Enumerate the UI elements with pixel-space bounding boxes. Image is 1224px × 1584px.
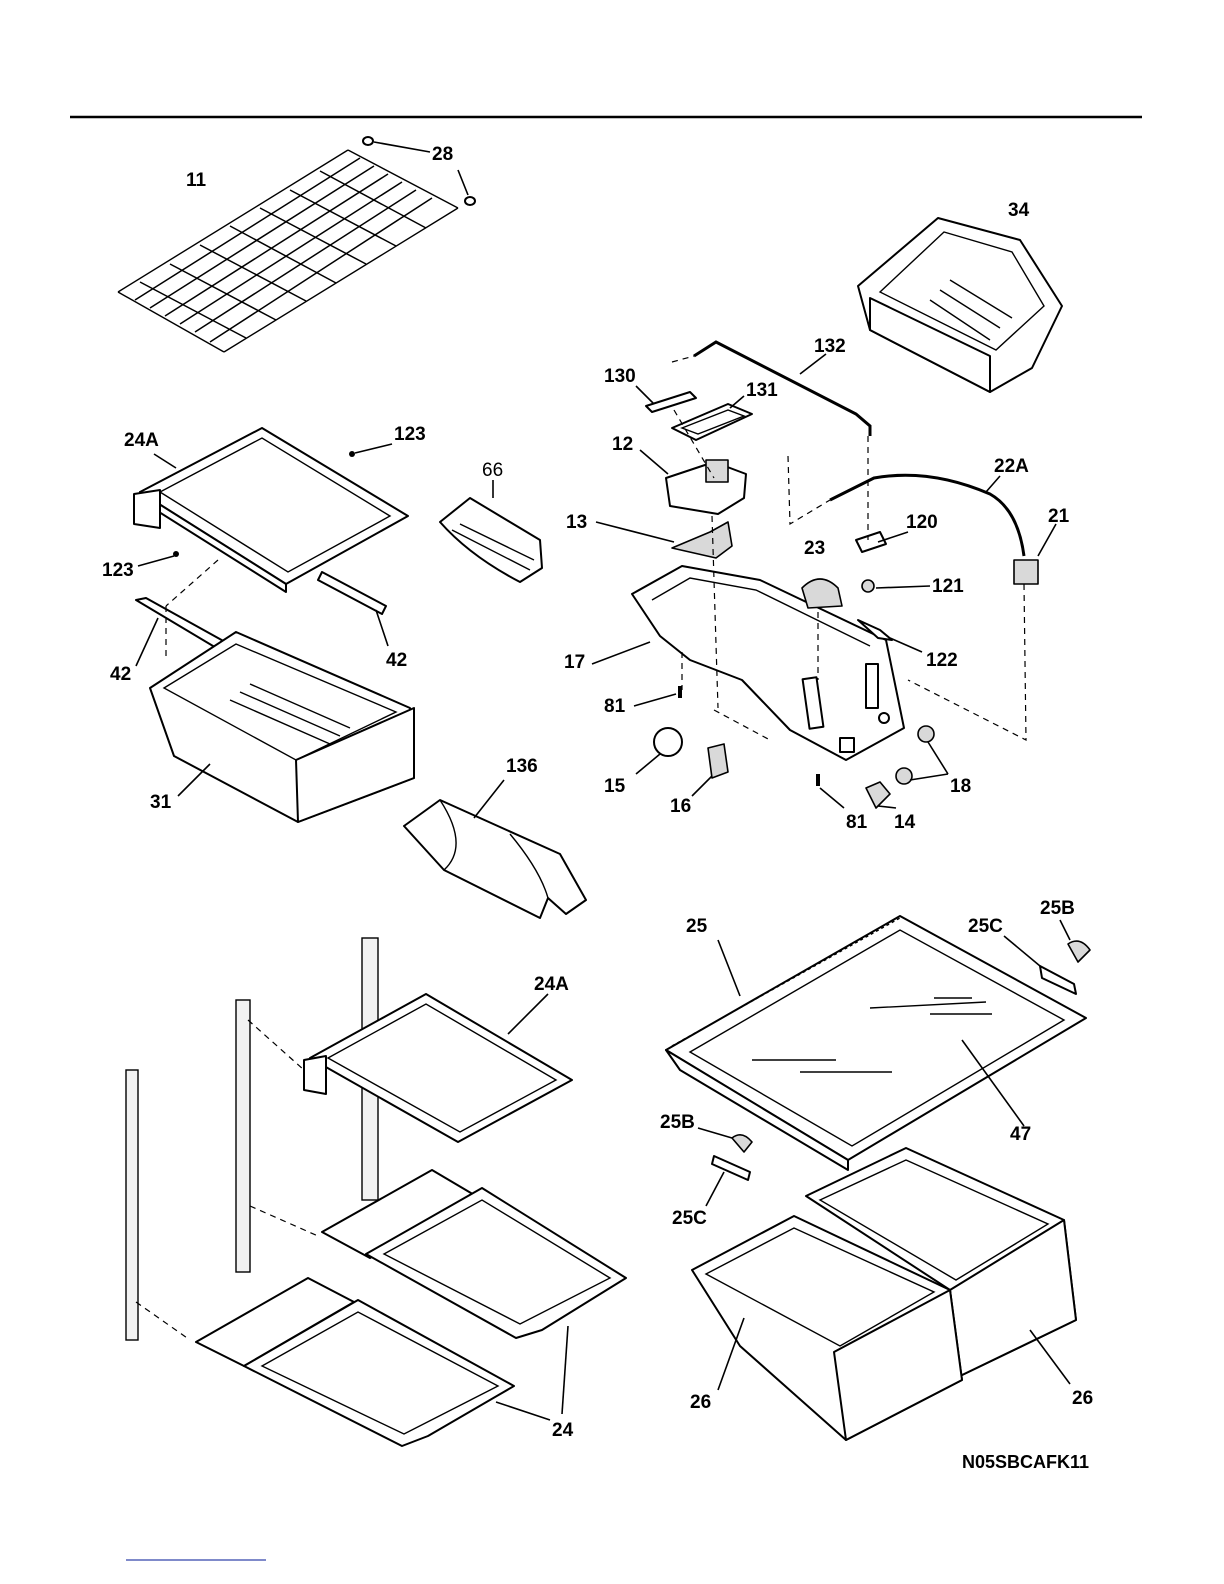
callout-122: 122	[926, 650, 958, 671]
callout-66: 66	[482, 460, 503, 481]
callout-120: 120	[906, 512, 938, 533]
bushing-121	[862, 580, 874, 592]
light-bulb-15	[654, 728, 682, 756]
callout-25B-top: 25B	[1040, 898, 1075, 919]
callout-123-left: 123	[102, 560, 134, 581]
callout-28: 28	[432, 144, 453, 165]
control-23	[802, 579, 842, 608]
bin-34	[858, 218, 1062, 392]
callout-136: 136	[506, 756, 538, 777]
callout-21: 21	[1048, 506, 1070, 527]
cover-66	[440, 498, 542, 582]
callout-25: 25	[686, 916, 708, 937]
callout-13: 13	[566, 512, 587, 533]
end-cap-28b	[465, 197, 475, 205]
callout-42-left: 42	[110, 664, 131, 685]
bracket-25C-bottom	[712, 1156, 750, 1180]
callout-22A: 22A	[994, 456, 1029, 477]
callout-15: 15	[604, 776, 626, 797]
lens-13	[672, 522, 732, 558]
rails	[126, 938, 378, 1340]
callout-26-right: 26	[1072, 1388, 1093, 1409]
bracket-130	[646, 392, 696, 412]
callout-47: 47	[1010, 1124, 1031, 1145]
callout-25B-bottom: 25B	[660, 1112, 695, 1133]
callout-34: 34	[1008, 200, 1030, 221]
light-shield-12	[666, 460, 746, 514]
callout-131: 131	[746, 380, 778, 401]
callout-123-top: 123	[394, 424, 426, 445]
switch-14	[866, 782, 890, 808]
glass-shelf-24A-top	[134, 428, 408, 614]
bracket-120	[856, 532, 886, 552]
frame-131	[672, 404, 752, 440]
glass-shelf-24A-mid	[304, 994, 572, 1142]
cover-136	[404, 800, 586, 918]
callout-42-right: 42	[386, 650, 407, 671]
callout-24A-top: 24A	[124, 430, 159, 451]
callout-17: 17	[564, 652, 585, 673]
callout-26-left: 26	[690, 1392, 711, 1413]
callout-132: 132	[814, 336, 846, 357]
knob-18b	[896, 768, 912, 784]
callout-121: 121	[932, 576, 964, 597]
callout-12: 12	[612, 434, 633, 455]
clip-25B-bottom	[732, 1135, 752, 1152]
callout-24A-mid: 24A	[534, 974, 569, 995]
end-cap-28a	[363, 137, 373, 145]
callout-81-top: 81	[604, 696, 626, 717]
callout-16: 16	[670, 796, 691, 817]
thermostat-21	[1014, 560, 1038, 584]
callout-24: 24	[552, 1420, 574, 1441]
socket-16	[708, 744, 728, 778]
callout-23: 23	[804, 538, 825, 559]
callout-11: 11	[186, 170, 207, 191]
screw-81-bottom	[816, 774, 820, 786]
knob-18a	[918, 726, 934, 742]
callout-130: 130	[604, 366, 636, 387]
clip-25B-top	[1068, 941, 1090, 962]
callout-81-bottom: 81	[846, 812, 868, 833]
callout-25C-top: 25C	[968, 916, 1003, 937]
callout-31: 31	[150, 792, 172, 813]
callout-18: 18	[950, 776, 971, 797]
crisper-pan-31	[150, 632, 414, 822]
wire-shelf-11	[118, 150, 458, 352]
callout-25C-bottom: 25C	[672, 1208, 707, 1229]
diagram-code: N05SBCAFK11	[962, 1452, 1089, 1472]
callout-14: 14	[894, 812, 916, 833]
